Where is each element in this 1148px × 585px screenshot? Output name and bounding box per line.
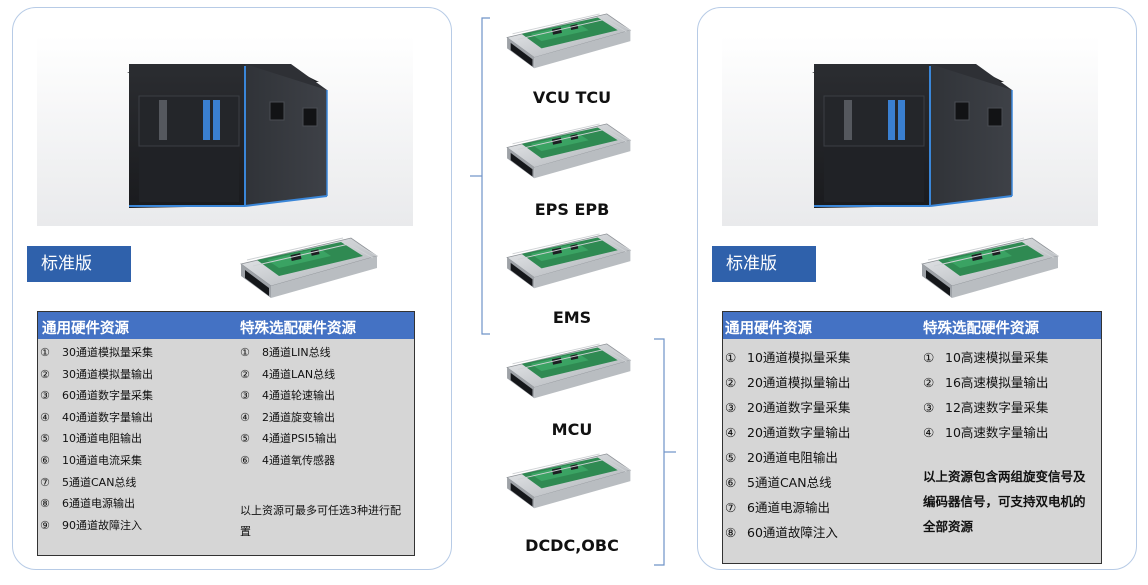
header-general: 通用硬件资源 [725,321,812,337]
version-badge: 标准版 [27,246,131,282]
header-special: 特殊选配硬件资源 [923,321,1039,337]
table-header: 通用硬件资源 特殊选配硬件资源 [723,312,1101,339]
ecu-ems-image [498,230,634,294]
table-header: 通用硬件资源 特殊选配硬件资源 [38,312,414,339]
controller-label: EPS EPB [534,200,610,219]
config-note: 以上资源可最多可任选3种进行配置 [240,503,401,538]
controller-label: EMS [552,308,592,327]
controller-label: DCDC,OBC [525,536,619,555]
ecu-mcu-image [498,340,634,404]
controller-label: MCU [551,420,593,439]
ecu-dcdc-obc-image [498,450,634,514]
header-general: 通用硬件资源 [42,321,129,337]
header-special: 特殊选配硬件资源 [240,321,356,337]
version-badge: 标准版 [712,246,816,282]
controller-label: VCU TCU [532,88,612,107]
config-note: 以上资源包含两组旋变信号及编码器信号，可支持双电机的全部资源 [923,469,1086,534]
ecu-eps-epb-image [498,120,634,184]
ecu-vcu-tcu-image [498,10,634,74]
